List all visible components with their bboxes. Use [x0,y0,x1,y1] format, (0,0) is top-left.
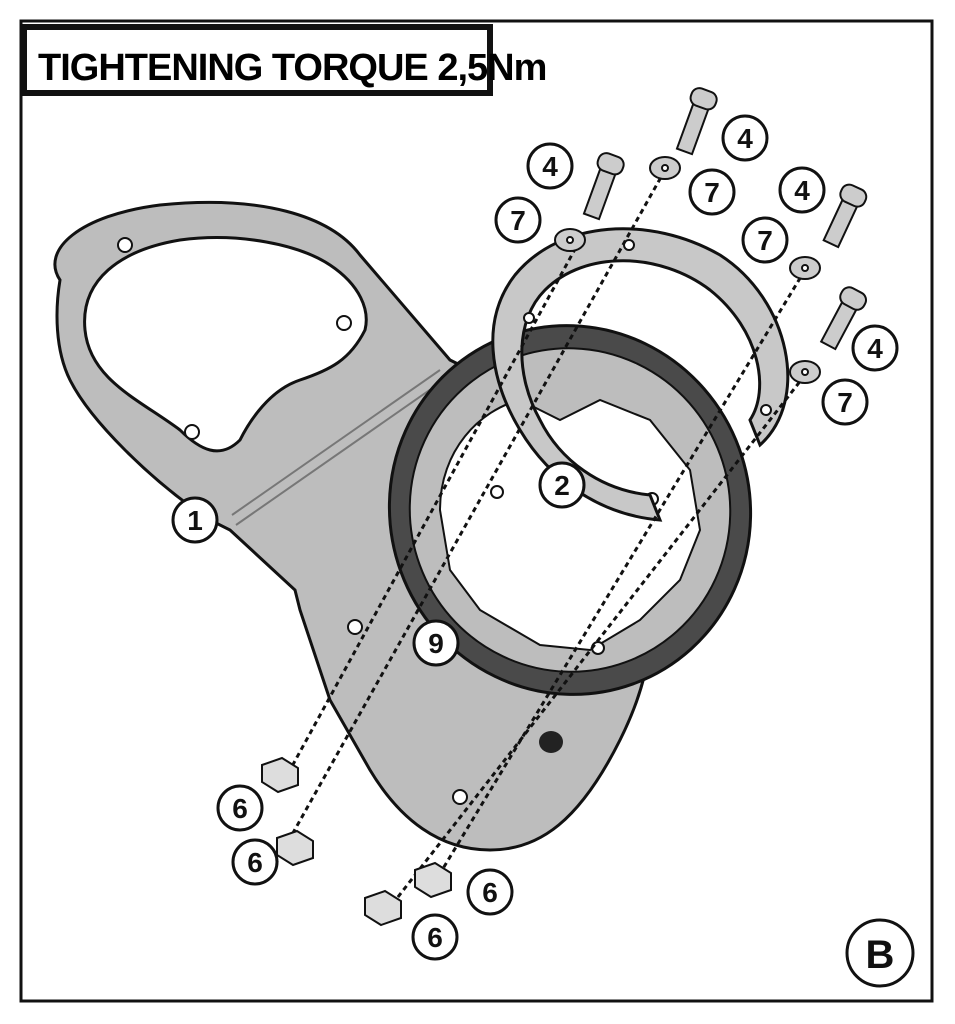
callout-ring: 2 [554,470,570,501]
bolt-icon [582,152,625,221]
diagram-frame [19,19,934,1003]
callout-nut: 6 [232,793,248,824]
callout-washer: 7 [837,387,853,418]
callout-bolt: 4 [794,175,810,206]
title-text: TIGHTENING TORQUE 2,5Nm [38,47,546,89]
bolt-icon [819,286,868,351]
callout-washer: 7 [510,205,526,236]
callout-bolt: 4 [542,151,558,182]
nuts [261,756,452,927]
callout-bolt: 4 [867,333,883,364]
callout-nut: 6 [427,922,443,953]
bracket-plate [53,201,652,852]
callouts [171,114,915,988]
assembly-lines [273,169,807,921]
title-box: TIGHTENING TORQUE 2,5Nm [21,24,547,96]
washers [554,156,821,384]
bolt-icon [675,87,718,156]
callout-nut: 6 [247,847,263,878]
callout-bolt: 4 [737,123,753,154]
callout-nut: 6 [482,877,498,908]
bolts [582,87,868,351]
callout-plate: 1 [187,505,203,536]
tank-ring [387,324,753,696]
panel-label: B [866,933,895,977]
callout-tank-ring: 9 [428,628,444,659]
bolt-icon [822,183,868,249]
flange-ring [491,227,790,522]
callout-washer: 7 [757,225,773,256]
callout-washer: 7 [704,177,720,208]
